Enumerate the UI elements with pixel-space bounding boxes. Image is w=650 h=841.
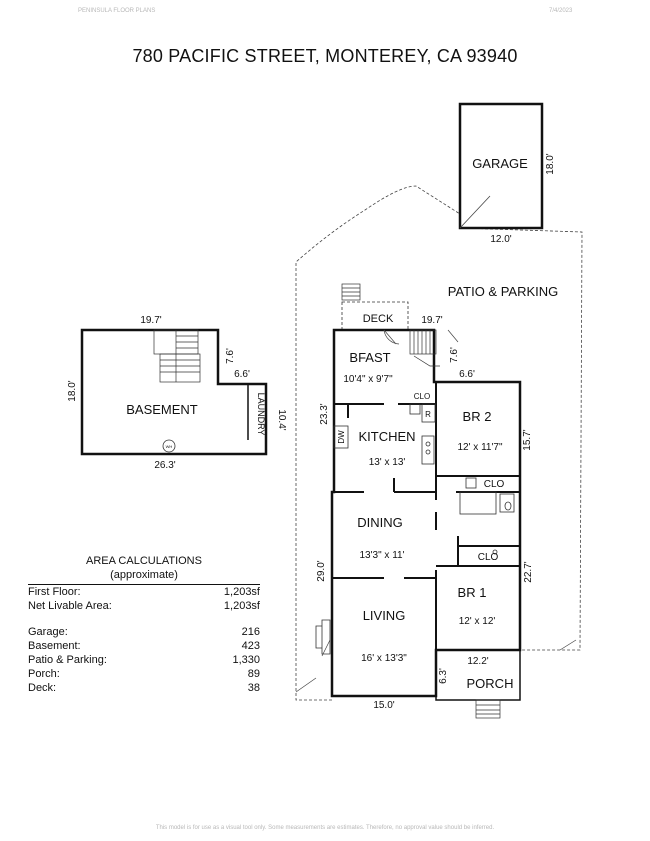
dim-kitchen-side: 23.3' (319, 403, 330, 424)
patio-boundary (295, 185, 583, 701)
dim-basement-depth: 18.0' (67, 380, 78, 401)
area-row: Basement: 423 (28, 639, 260, 653)
area-value: 216 (241, 626, 260, 638)
wh-label: WH (166, 444, 173, 449)
porch-steps (475, 699, 501, 719)
page-title: 780 PACIFIC STREET, MONTEREY, CA 93940 (132, 46, 518, 66)
area-value: 1,203sf (223, 600, 260, 612)
dim-basement-side: 10.4' (276, 409, 287, 430)
area-value: 1,330 (232, 654, 260, 666)
br1-size: 12' x 12' (459, 616, 496, 627)
garage-door (459, 195, 491, 229)
disclaimer-text: This model is for use as a visual tool o… (155, 825, 495, 831)
area-value: 38 (247, 682, 260, 694)
main-stair (409, 329, 440, 367)
dim-house-length: 29.0' (316, 560, 327, 581)
dim-stair-depth: 7.6' (449, 347, 460, 363)
deck-label: DECK (363, 313, 394, 325)
laundry-label: LAUNDRY (256, 393, 266, 436)
area-row: Deck: 38 (28, 681, 260, 695)
dim-porch-depth: 6.3' (438, 668, 449, 684)
garage-outline (458, 102, 544, 230)
area-row: First Floor: 1,203sf (28, 584, 260, 599)
bfast-label: BFAST (349, 350, 390, 365)
area-label: Patio & Parking: (28, 654, 107, 666)
date-text: 7/4/2023 (549, 8, 573, 14)
dim-basement-top: 19.7' (140, 315, 161, 326)
area-value: 1,203sf (223, 586, 260, 598)
garage-label: GARAGE (472, 156, 528, 171)
dim-upper-width: 19.7' (421, 315, 442, 326)
area-row: Patio & Parking: 1,330 (28, 653, 260, 667)
dining-label: DINING (357, 515, 403, 530)
porch-label: PORCH (467, 676, 514, 691)
dim-br2-side: 15.7' (522, 429, 533, 450)
dim-basement-stair-offset: 6.6' (234, 369, 250, 380)
dw-label: DW (337, 430, 346, 444)
area-title: AREA CALCULATIONS (86, 555, 202, 567)
water-heater-icon (162, 439, 176, 453)
dim-garage-depth: 18.0' (545, 153, 556, 174)
dining-size: 13'3" x 11' (360, 550, 405, 561)
area-label: Porch: (28, 668, 60, 680)
dim-br1-side: 22.7' (523, 561, 534, 582)
area-label: First Floor: (28, 586, 81, 598)
fixtures (315, 403, 515, 655)
area-row: Porch: 89 (28, 667, 260, 681)
area-label: Net Livable Area: (28, 600, 112, 612)
dim-basement-width: 26.3' (154, 460, 175, 471)
dim-house-width: 15.0' (373, 700, 394, 711)
area-label: Garage: (28, 626, 68, 638)
dim-garage-width: 12.0' (490, 234, 511, 245)
area-label: Basement: (28, 640, 81, 652)
area-row: Net Livable Area: 1,203sf (28, 599, 260, 613)
clo-label-br1: CLO (478, 552, 499, 563)
area-calculations: AREA CALCULATIONS (approximate) First Fl… (28, 554, 260, 695)
clo-label-br2: CLO (414, 392, 430, 401)
fridge-label: R (425, 410, 431, 419)
living-size: 16' x 13'3" (361, 653, 407, 664)
area-value: 423 (241, 640, 260, 652)
living-label: LIVING (363, 608, 406, 623)
basement-label: BASEMENT (126, 402, 198, 417)
door-swings (295, 329, 577, 693)
area-row: Garage: 216 (28, 625, 260, 639)
br2-label: BR 2 (463, 409, 492, 424)
dim-porch-width: 12.2' (467, 656, 488, 667)
area-value: 89 (247, 668, 260, 680)
bfast-size: 10'4" x 9'7" (343, 374, 393, 385)
kitchen-size: 13' x 13' (369, 457, 406, 468)
clo-label-bath: CLO (484, 479, 505, 490)
kitchen-label: KITCHEN (358, 429, 415, 444)
br2-size: 12' x 11'7" (458, 442, 503, 453)
basement-stair (153, 329, 201, 383)
basement-outline (80, 328, 268, 456)
deck-steps (341, 283, 361, 301)
area-subtitle: (approximate) (110, 569, 178, 581)
brand-text: PENINSULA FLOOR PLANS (78, 8, 156, 14)
patio-label: PATIO & PARKING (448, 284, 559, 299)
dim-stair-offset: 6.6' (459, 369, 475, 380)
br1-label: BR 1 (458, 585, 487, 600)
dim-basement-stair-depth: 7.6' (225, 348, 236, 364)
area-label: Deck: (28, 682, 57, 694)
